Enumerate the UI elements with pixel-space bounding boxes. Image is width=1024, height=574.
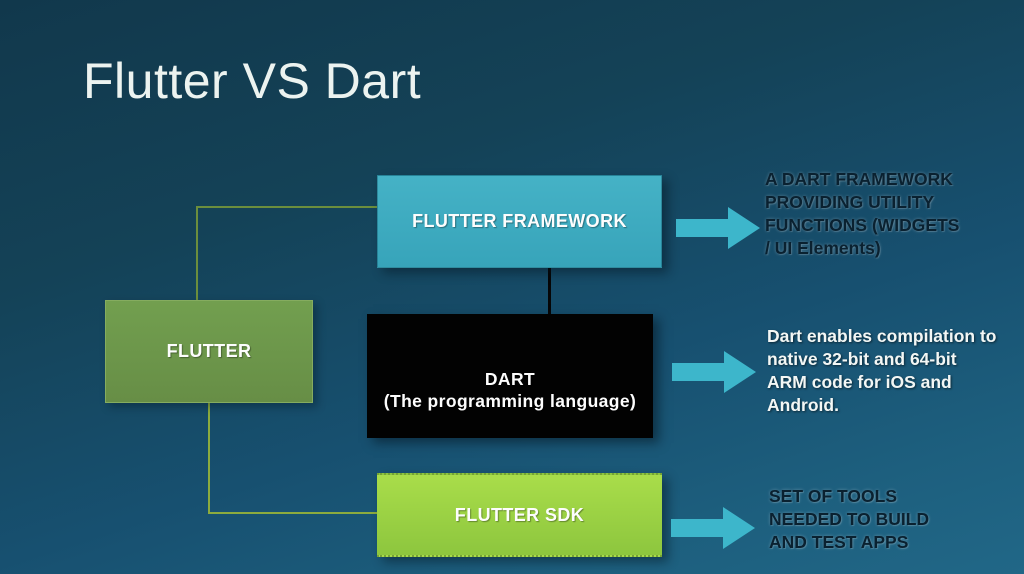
right-arrow-icon xyxy=(671,507,755,549)
node-flutter-framework: FLUTTER FRAMEWORK xyxy=(377,175,662,268)
node-flutter-framework-label: FLUTTER FRAMEWORK xyxy=(412,211,627,231)
node-flutter-sdk-label: FLUTTER SDK xyxy=(454,504,585,525)
annotation-sdk: SET OF TOOLS NEEDED TO BUILD AND TEST AP… xyxy=(769,486,930,552)
connector-flutter-sdk-vertical xyxy=(208,403,210,514)
connector-framework-dart-vertical xyxy=(548,267,551,315)
node-flutter: FLUTTER xyxy=(105,300,313,403)
node-flutter-label: FLUTTER xyxy=(166,341,252,361)
connector-flutter-framework-horizontal xyxy=(196,206,378,208)
slide-title: Flutter VS Dart xyxy=(83,53,422,109)
node-dart-label: DART (The programming language) xyxy=(383,369,637,411)
right-arrow-icon xyxy=(672,351,756,393)
right-arrow-icon xyxy=(676,207,760,249)
connector-flutter-framework-vertical xyxy=(196,206,198,301)
annotation-framework: A DART FRAMEWORK PROVIDING UTILITY FUNCT… xyxy=(765,169,960,258)
node-dart: DART (The programming language) xyxy=(367,314,653,438)
node-flutter-sdk: FLUTTER SDK xyxy=(377,473,662,557)
annotation-dart: Dart enables compilation to native 32-bi… xyxy=(767,326,997,415)
connector-flutter-sdk-horizontal xyxy=(208,512,378,514)
